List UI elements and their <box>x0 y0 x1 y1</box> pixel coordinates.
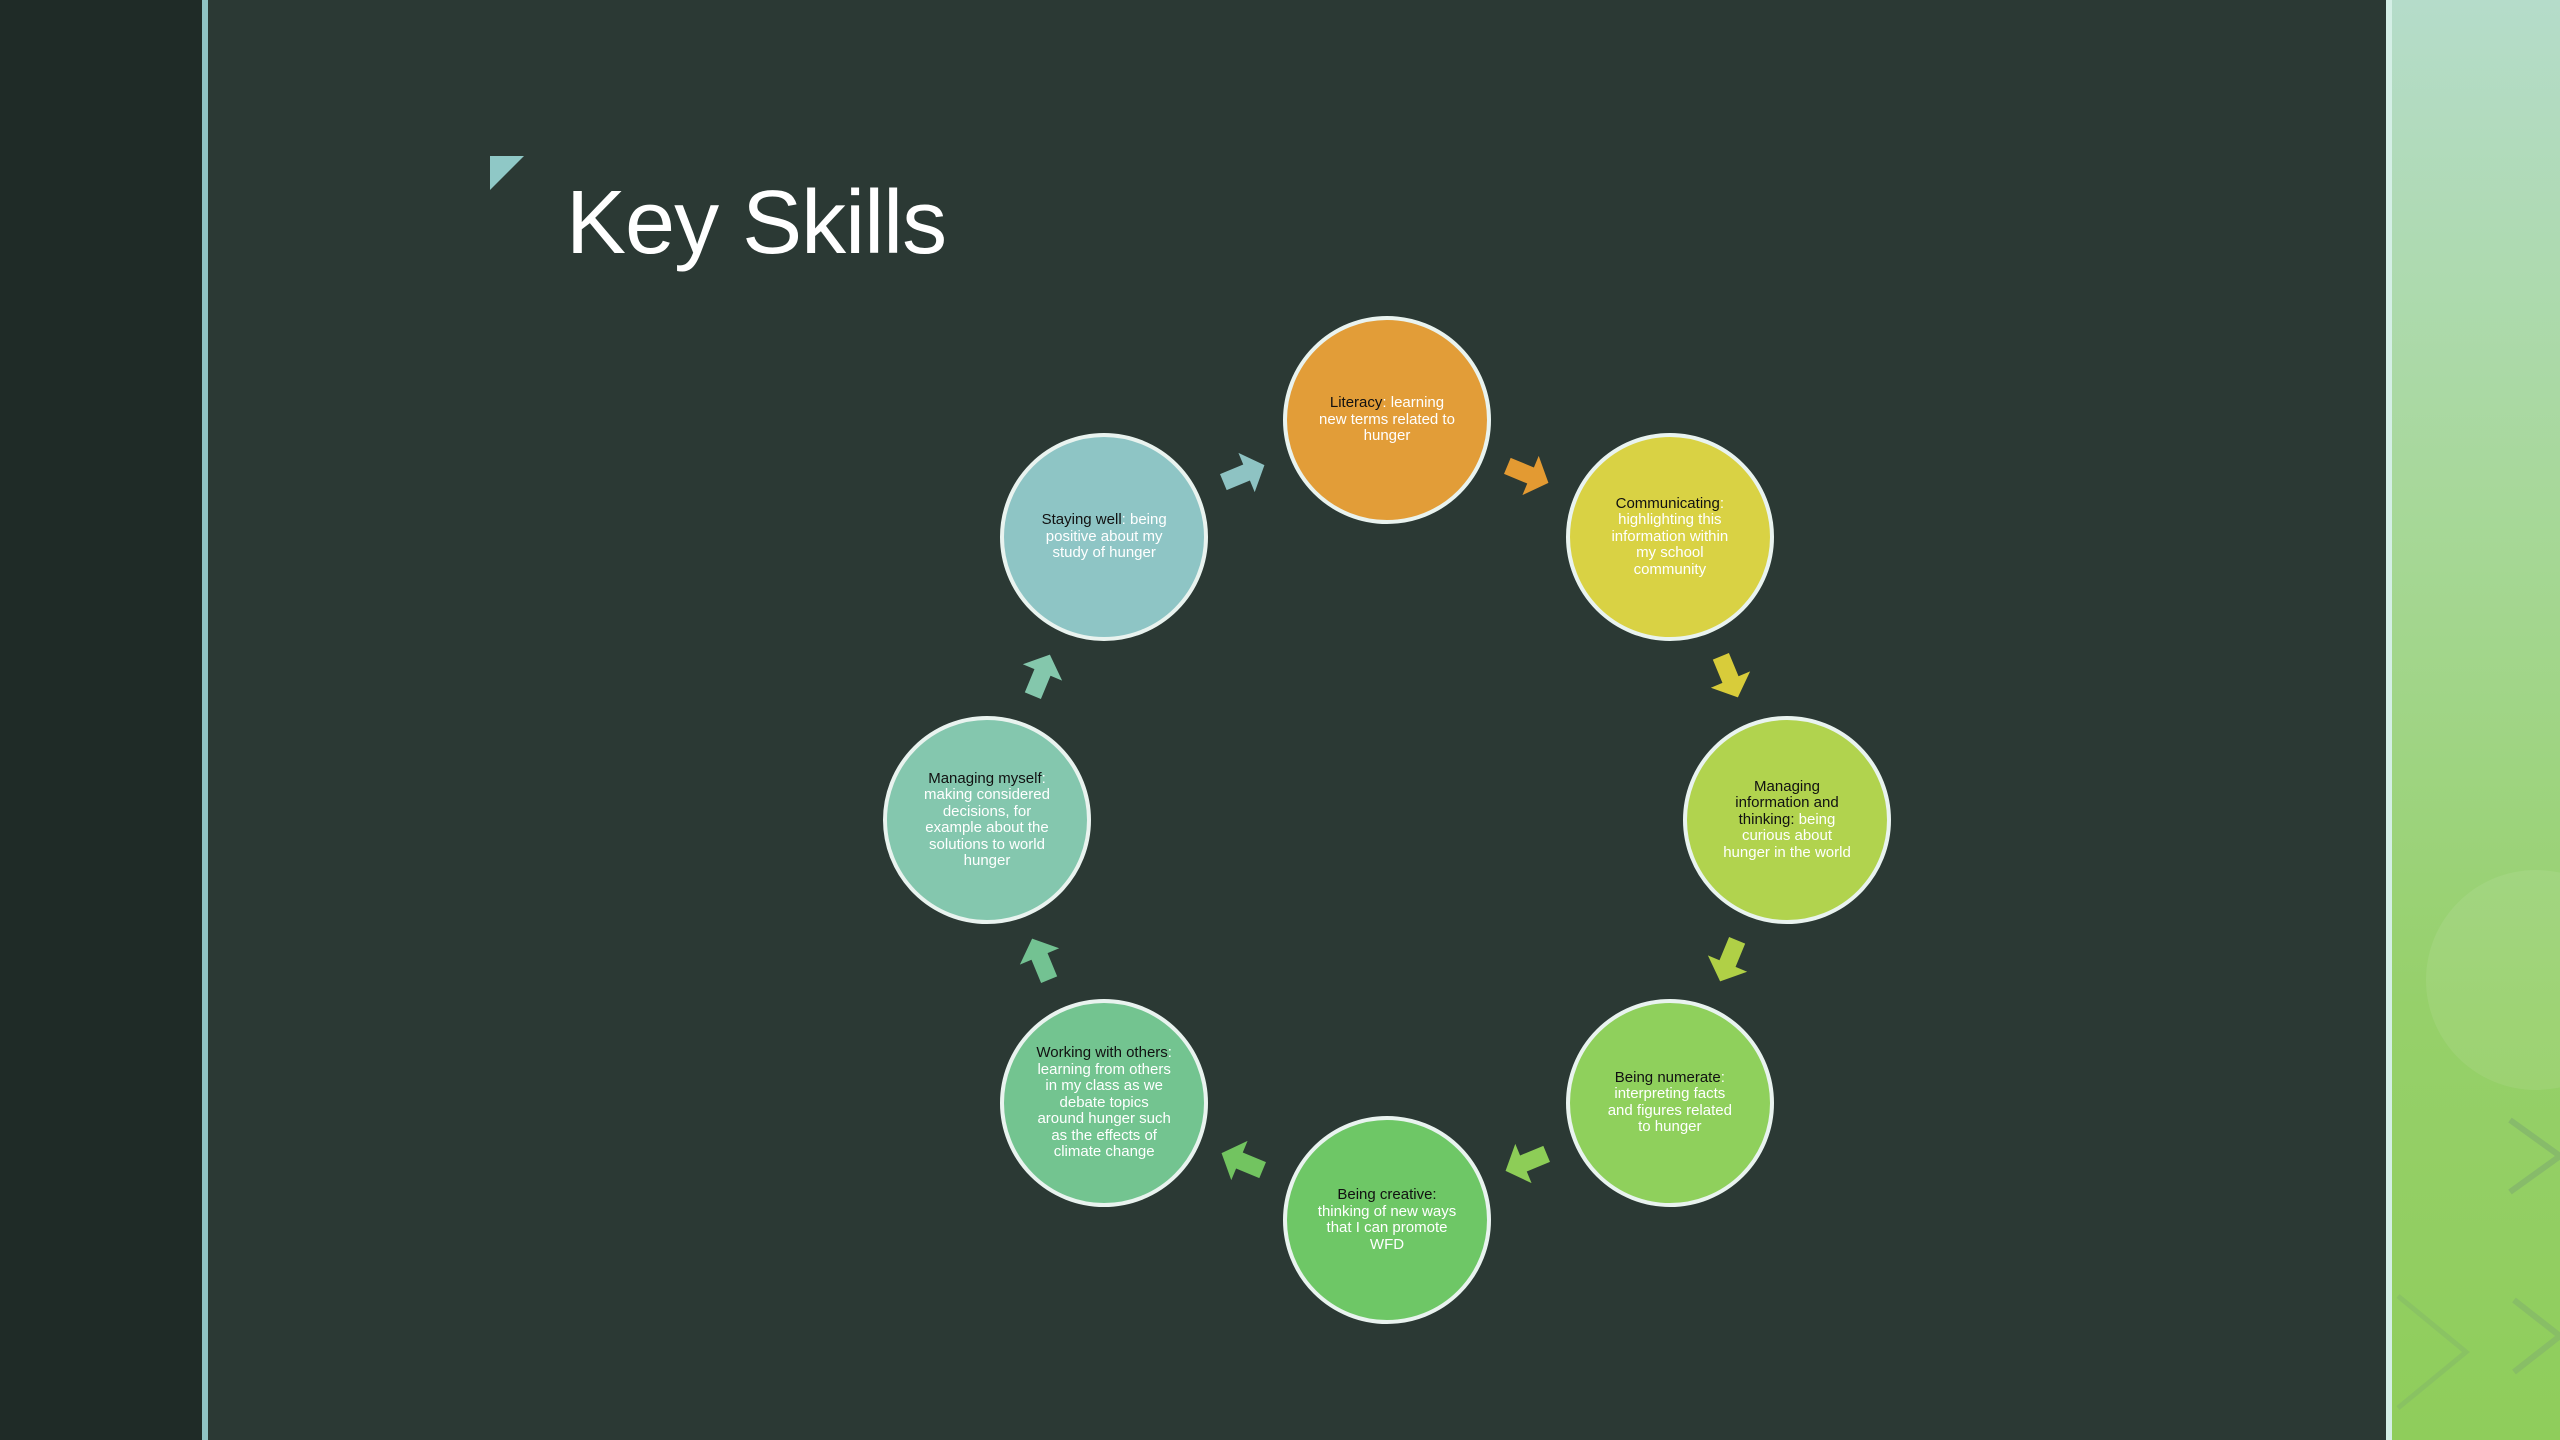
skill-node-text: Managing information and thinking: being… <box>1717 777 1857 862</box>
skill-node: Working with others: learning from other… <box>1000 998 1209 1207</box>
slide-title: Key Skills <box>566 173 947 273</box>
skill-term: Being numerate <box>1614 1068 1721 1086</box>
cycle-arrow-icon <box>1504 456 1549 496</box>
title-corner-triangle-icon <box>490 156 524 190</box>
skill-description: : interpreting facts and figures related… <box>1607 1068 1732 1136</box>
skill-node-text: Staying well: being positive about my st… <box>1034 512 1174 562</box>
skill-node-text: Being numerate: interpreting facts and f… <box>1600 1068 1740 1136</box>
skill-term: Being creative: <box>1337 1186 1437 1203</box>
cycle-arrow-icon <box>1020 938 1060 984</box>
cycle-arrow-icon <box>1221 1140 1266 1180</box>
skill-node: Communicating: highlighting this informa… <box>1565 433 1774 642</box>
cycle-arrow-icon <box>1707 937 1747 982</box>
skill-node: Being creative: thinking of new ways tha… <box>1283 1116 1491 1324</box>
chevron-decoration-icon <box>2396 870 2560 1410</box>
skill-description: : being positive about my study of hunge… <box>1045 511 1167 562</box>
skill-node: Being numerate: interpreting facts and f… <box>1565 998 1774 1207</box>
skill-node: Managing myself: making considered decis… <box>883 716 1091 924</box>
cycle-arrow-icon <box>1710 652 1750 698</box>
skill-node-text: Working with others: learning from other… <box>1034 1044 1174 1161</box>
skill-description: : learning from others in my class as we… <box>1037 1044 1172 1161</box>
skill-description: : making considered decisions, for examp… <box>924 769 1050 869</box>
skill-term: Literacy <box>1329 394 1383 412</box>
skill-description: being curious about hunger in the world <box>1723 810 1851 861</box>
skill-node-text: Communicating: highlighting this informa… <box>1600 494 1740 579</box>
skill-node-text: Literacy: learning new terms related to … <box>1317 395 1457 445</box>
cycle-arrow-icon <box>1219 453 1265 493</box>
skill-description: : highlighting this information within m… <box>1611 494 1729 578</box>
skill-term: Communicating <box>1615 494 1720 512</box>
cycle-arrow-icon <box>1023 654 1063 699</box>
skill-description: thinking of new ways that I can promote … <box>1317 1202 1457 1253</box>
skill-node: Literacy: learning new terms related to … <box>1283 316 1491 524</box>
skill-node-text: Managing myself: making considered decis… <box>917 769 1057 870</box>
left-sidebar-band <box>0 0 204 1440</box>
skill-node: Staying well: being positive about my st… <box>1000 433 1209 642</box>
skill-term: Managing information and thinking: <box>1735 777 1839 828</box>
skill-term: Managing myself <box>928 769 1042 787</box>
skill-node: Managing information and thinking: being… <box>1683 716 1891 924</box>
right-panel-edge <box>2386 0 2392 1440</box>
cycle-arrow-icon <box>1505 1143 1551 1183</box>
left-accent-line <box>202 0 208 1440</box>
skill-term: Working with others <box>1036 1044 1168 1062</box>
right-gradient-panel <box>2386 0 2560 1440</box>
skill-description: : learning new terms related to hunger <box>1319 394 1455 445</box>
skill-node-text: Being creative: thinking of new ways tha… <box>1317 1186 1457 1253</box>
skill-term: Staying well <box>1041 511 1122 529</box>
